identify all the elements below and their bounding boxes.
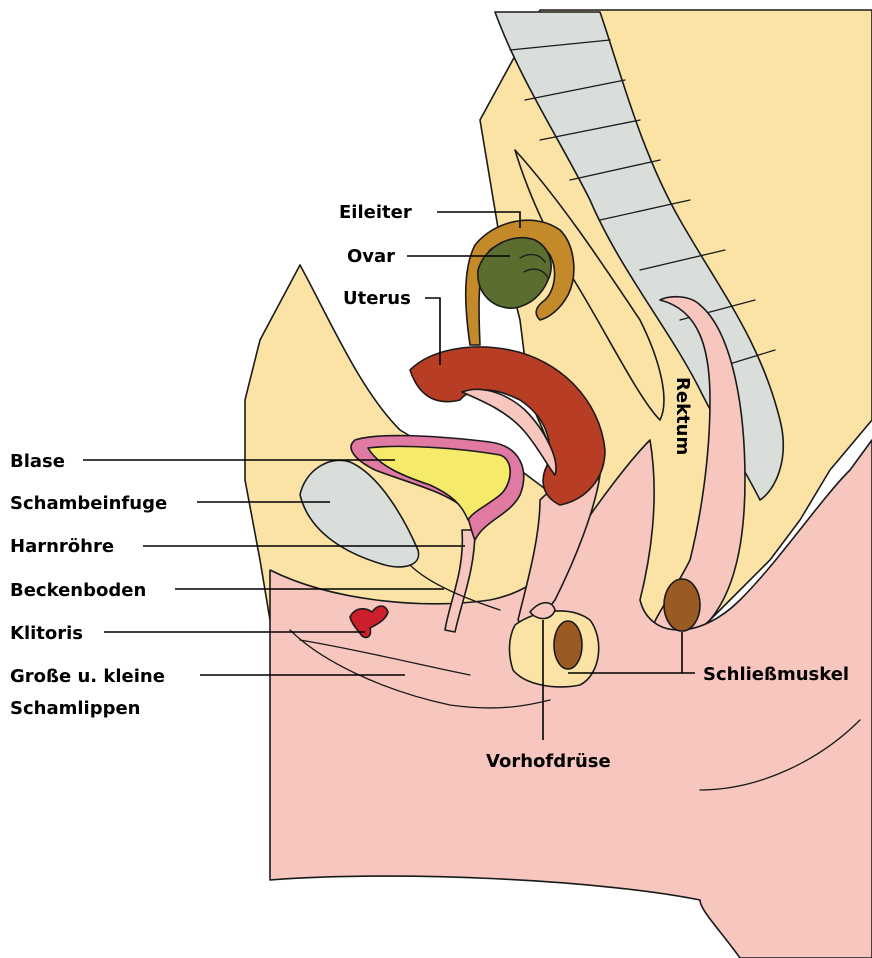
label-schamlippen-line1: Große u. kleine: [10, 666, 165, 687]
label-blase: Blase: [10, 451, 65, 472]
label-beckenboden: Beckenboden: [10, 580, 146, 601]
sphincter-left: [554, 621, 582, 669]
label-uterus: Uterus: [343, 288, 411, 309]
sphincter-right: [664, 579, 700, 631]
label-rektum: Rektum: [672, 377, 693, 455]
label-klitoris: Klitoris: [10, 623, 83, 644]
label-schamlippen-line2: Schamlippen: [10, 698, 140, 719]
label-ovar: Ovar: [347, 246, 395, 267]
label-eileiter: Eileiter: [339, 202, 412, 223]
label-schambeinfuge: Schambeinfuge: [10, 493, 167, 514]
label-schliessmuskel: Schließmuskel: [703, 664, 849, 685]
label-harnroehre: Harnröhre: [10, 536, 114, 557]
label-vorhofdruese: Vorhofdrüse: [486, 751, 611, 772]
